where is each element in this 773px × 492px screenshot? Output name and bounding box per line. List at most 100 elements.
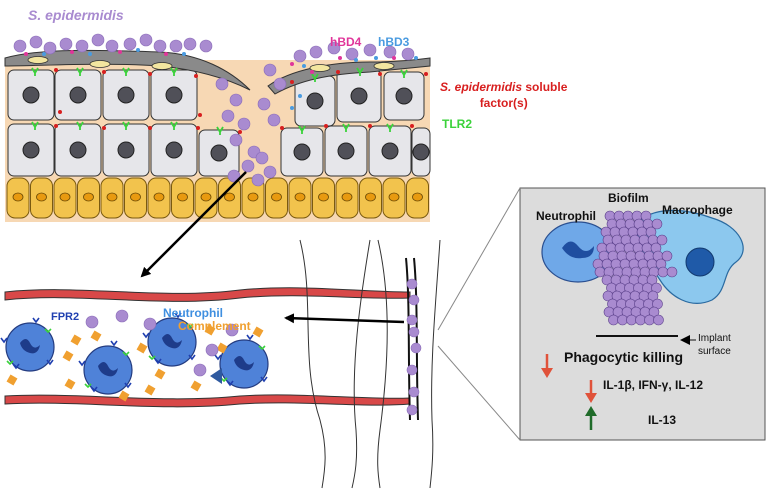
keratinocyte-nucleus [69, 86, 87, 104]
s-epidermidis-title: S. epidermidis [28, 7, 124, 23]
il13-up-arrow-head [585, 406, 597, 416]
keratinocyte-nucleus [165, 86, 183, 104]
fpr2-receptor [188, 354, 196, 361]
tlr2-receptor [311, 73, 319, 82]
soluble-factor-dot [58, 110, 62, 114]
tlr2-receptor [122, 67, 130, 76]
bacterium [263, 165, 277, 179]
bacterium [13, 39, 27, 53]
soluble-factor-dot [290, 80, 294, 84]
bacterium [43, 41, 57, 55]
blue-triangle-marker [210, 368, 222, 384]
keratinocyte-nucleus [22, 141, 40, 159]
bacterium [273, 77, 287, 91]
complement-receptor [258, 345, 266, 351]
implant-surface-line1: Implant [698, 333, 731, 344]
complement-square [154, 368, 166, 380]
leg-outline-3 [377, 239, 388, 489]
bacterium [105, 39, 119, 53]
hbd3-label: hBD3 [378, 35, 410, 49]
tlr2-receptor [400, 69, 408, 78]
tlr2-receptor [298, 125, 306, 134]
fpr2-receptor [12, 363, 20, 370]
basal-cell-nucleus [83, 192, 94, 202]
biofilm-bacterium [617, 314, 628, 326]
biofilm-bacterium [647, 290, 659, 302]
soluble-factor-dot [102, 70, 106, 74]
soluble-factor-dot [424, 72, 428, 76]
hbd4-dot [392, 56, 396, 60]
tlr2-receptor [170, 121, 178, 130]
complement-label: Complement [178, 319, 251, 333]
blood-vessel [0, 287, 411, 408]
complement-receptor [186, 323, 194, 329]
hbd4-dot [338, 56, 342, 60]
bacterium [263, 63, 277, 77]
fpr2-receptor [260, 376, 268, 383]
complement-receptor [44, 328, 52, 334]
bacterium [91, 33, 105, 47]
hbd4-dot [70, 50, 74, 54]
biofilm-bacterium [648, 306, 660, 318]
bacterium [401, 47, 415, 61]
complement-receptor [84, 383, 92, 389]
complement-square [144, 384, 156, 396]
vessel-bacterium [225, 323, 239, 337]
phagocytic-killing-label: Phagocytic killing [564, 349, 684, 365]
bacterium [139, 33, 153, 47]
tlr2-receptor [342, 123, 350, 132]
basal-cell-nucleus [12, 192, 24, 202]
implant-bacterium [406, 314, 418, 326]
complement-square [6, 374, 18, 386]
bacterium [183, 37, 197, 51]
soluble-factor-line2: factor(s) [479, 95, 528, 110]
neutrophil-nucleus [234, 356, 254, 371]
keratinocyte-nucleus [117, 86, 135, 104]
fpr2-label: FPR2 [51, 311, 80, 323]
implant-bacterium [408, 326, 420, 338]
hbd3-dot [298, 94, 302, 98]
complement-square [118, 390, 130, 402]
bacterium [153, 39, 167, 53]
skin-epidermis [4, 33, 431, 222]
complement-receptor [148, 355, 156, 361]
basal-cell-nucleus [247, 192, 259, 202]
bacterium [293, 49, 307, 63]
soluble-factor-word: soluble [525, 80, 568, 94]
bacterium [229, 93, 243, 107]
fpr2-receptor [32, 317, 40, 324]
panel-neutrophil-label: Neutrophil [536, 209, 596, 223]
keratinocyte-nucleus [337, 142, 355, 160]
hbd4-dot [118, 50, 122, 54]
bacterium [59, 37, 73, 51]
vessel-bacterium [193, 363, 207, 377]
soluble-factor-dot [336, 70, 340, 74]
complement-square [136, 342, 148, 354]
hbd3-dot [42, 52, 46, 56]
leg-to-vessel-arrow [284, 313, 405, 324]
bacterium [199, 39, 213, 53]
tlr2-receptor [76, 67, 84, 76]
soluble-factor-dot [368, 124, 372, 128]
basal-cell-nucleus [341, 192, 353, 202]
fpr2-receptor [214, 354, 222, 361]
keratinocyte-nucleus [117, 141, 135, 159]
leg-outline-2 [351, 239, 371, 489]
corneocyte-nucleus [373, 62, 395, 70]
phagocytic-down-arrow-head [541, 368, 553, 378]
bacterium [327, 41, 341, 55]
tlr2-receptor [356, 67, 364, 76]
hbd4-label: hBD4 [330, 35, 362, 49]
keratinocyte-nucleus [69, 141, 87, 159]
bacterium [227, 169, 241, 183]
basal-cell-nucleus [388, 192, 400, 202]
basal-cell-nucleus [200, 192, 212, 202]
hbd4-dot [24, 52, 28, 56]
tlr2-receptor [216, 126, 224, 135]
bacterium [241, 159, 255, 173]
soluble-factor-dot [148, 72, 152, 76]
keratinocyte-nucleus [350, 87, 368, 105]
vessel-wall-top [4, 287, 411, 302]
hbd3-dot [182, 52, 186, 56]
